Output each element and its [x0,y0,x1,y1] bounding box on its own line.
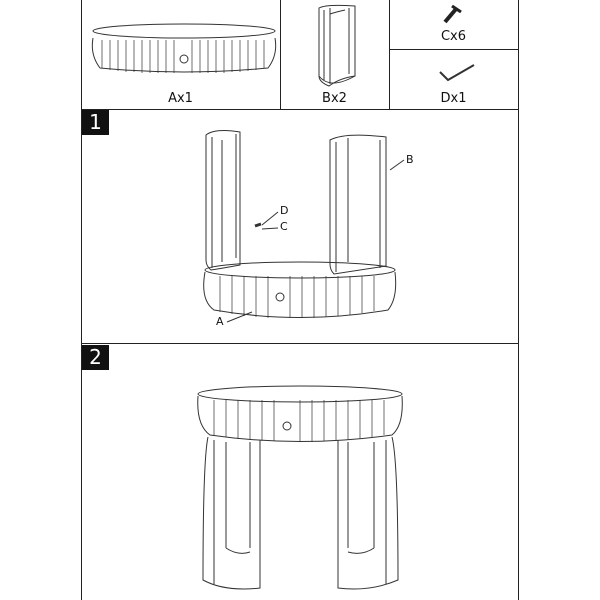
part-b-drawing [318,4,356,87]
step-1-number: 1 [82,110,109,135]
callout-a: A [216,315,224,328]
border-left [81,0,82,600]
step2-drawing [197,385,403,590]
part-b-label: Bx2 [322,91,347,106]
allen-key-drawing [439,64,475,82]
part-d-label: Dx1 [440,91,467,106]
callout-b: B [406,153,414,166]
step1-drawing [203,130,405,323]
part-c-label: Cx6 [440,29,467,44]
divider-step1-step2 [81,343,519,344]
divider-a-b [280,0,281,109]
divider-parts-step1 [81,109,519,110]
part-a-label: Ax1 [168,91,193,106]
part-a-drawing [91,23,277,73]
divider-c-d [389,49,519,50]
callout-c: C [280,220,288,233]
callout-d: D [280,204,289,217]
step-2-number: 2 [82,345,109,370]
border-right [518,0,519,600]
divider-b-cd [389,0,390,109]
screw-drawing [443,4,462,24]
